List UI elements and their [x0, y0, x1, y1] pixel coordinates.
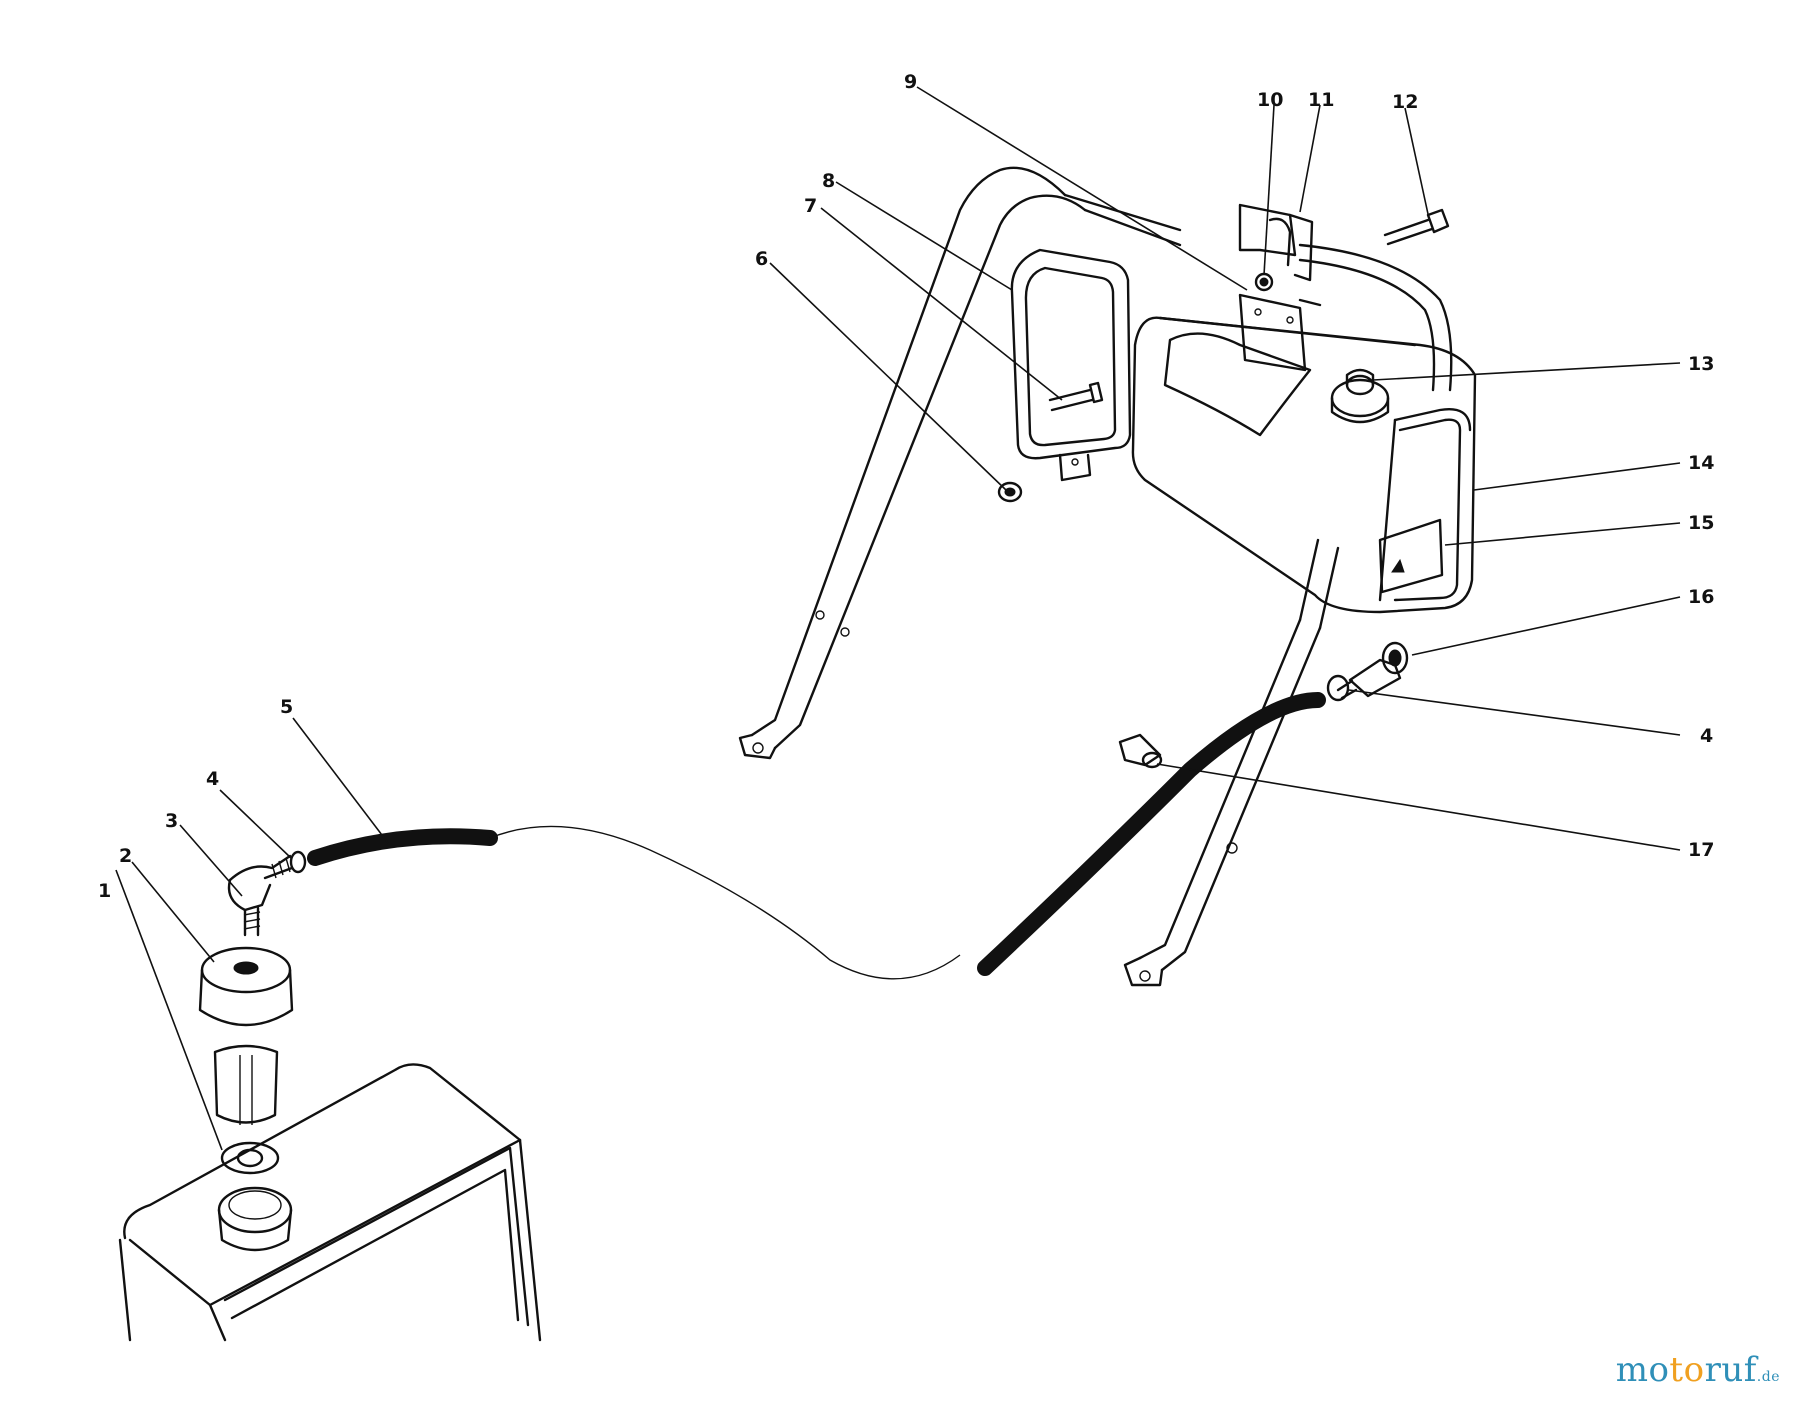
callout-labels: 1 2 3 4 5 6 7 8 9 10 11 12 13 14 15 16 4… [98, 71, 1714, 902]
fuel-tank [1131, 316, 1477, 614]
clamp-assembly [1238, 203, 1322, 372]
callout-14: 14 [1688, 452, 1714, 474]
watermark-logo: motoruf.de [1615, 1350, 1780, 1390]
callout-15: 15 [1688, 512, 1714, 534]
callout-3: 3 [165, 810, 178, 832]
callout-4-left: 4 [206, 768, 219, 790]
callout-11: 11 [1308, 89, 1334, 111]
clip-17 [1118, 733, 1163, 769]
filter-screen [213, 1044, 279, 1125]
callout-9: 9 [904, 71, 917, 93]
hose-clamp-left [289, 850, 307, 874]
nut-6 [997, 481, 1023, 503]
callout-5: 5 [280, 696, 293, 718]
fuel-hose [307, 692, 1326, 980]
callout-16: 16 [1688, 586, 1714, 608]
callout-17: 17 [1688, 839, 1714, 861]
washer-1 [220, 1141, 280, 1175]
callout-8: 8 [822, 170, 835, 192]
callout-12: 12 [1392, 91, 1418, 113]
hose-clamp-right [1326, 674, 1350, 702]
bolt-12 [1383, 208, 1450, 246]
fuel-valve [1336, 641, 1409, 700]
bolt-7 [1048, 381, 1104, 412]
grommet-2 [198, 946, 294, 1027]
callout-13: 13 [1688, 353, 1714, 375]
callout-10: 10 [1257, 89, 1283, 111]
leader-lines [115, 86, 1681, 1151]
callout-6: 6 [755, 248, 768, 270]
engine-fuel-tank [118, 1063, 542, 1342]
callout-2: 2 [119, 845, 132, 867]
callout-4-right: 4 [1700, 725, 1713, 747]
callout-1: 1 [98, 880, 111, 902]
mounting-bracket [1010, 248, 1132, 482]
callout-7: 7 [804, 195, 817, 217]
elbow-fitting [227, 854, 294, 937]
